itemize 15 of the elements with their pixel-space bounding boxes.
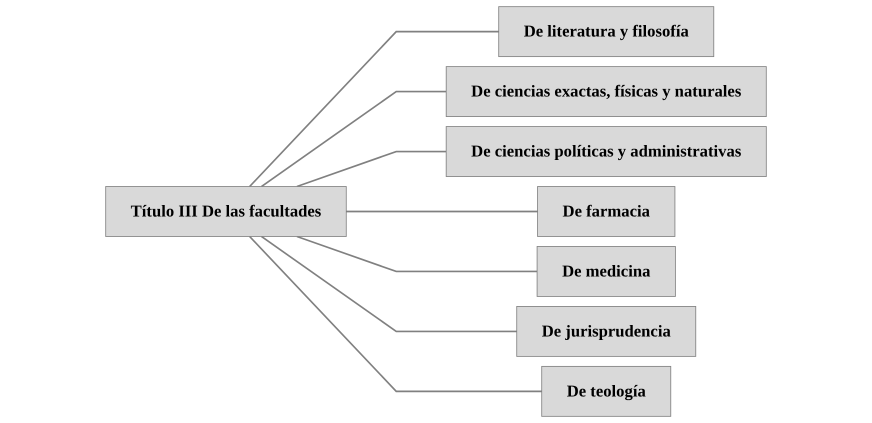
connector [260, 90, 446, 188]
node-box: De literatura y filosofía [498, 6, 714, 58]
connector [249, 236, 542, 392]
node-box: De teología [541, 366, 672, 417]
connector [346, 210, 538, 212]
node-box: Título III De las facultades [105, 186, 347, 237]
connector [249, 30, 499, 188]
node-box: De farmacia [537, 186, 676, 237]
node-box: De medicina [536, 246, 676, 297]
node-box: De ciencias políticas y administrativas [446, 126, 767, 177]
node-box: De ciencias exactas, físicas y naturales [446, 66, 767, 117]
connector [296, 150, 446, 188]
connector [296, 236, 538, 272]
connector [260, 236, 517, 332]
node-box: De jurisprudencia [516, 306, 696, 357]
